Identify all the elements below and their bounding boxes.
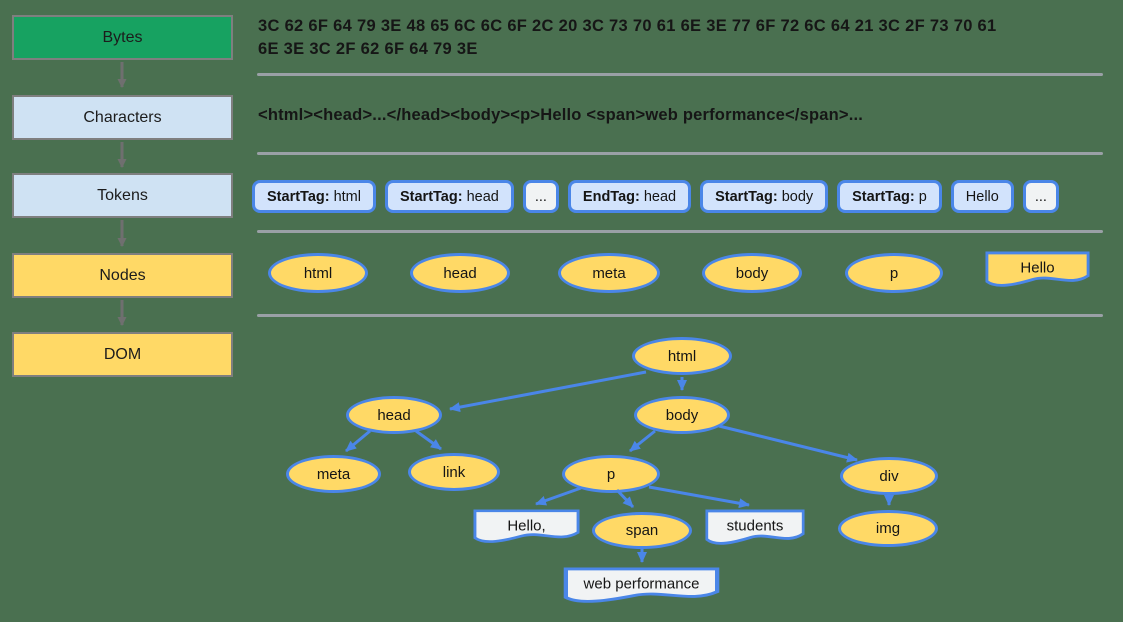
dom-text-hello: Hello, [473,509,580,545]
arrow-p-students [648,485,750,509]
dom-node-img: img [838,510,938,547]
dom-node-body: body [634,396,730,434]
tokens-row: StartTag:html StartTag:head ... EndTag:h… [252,180,1059,213]
dom-node-label: body [665,406,699,424]
arrow-head-link [415,429,442,451]
dom-node-link: link [408,453,500,491]
dom-node-html: html [632,337,732,375]
token-type: StartTag: [399,188,463,205]
token-value: p [918,188,927,205]
divider-tokens [257,230,1103,233]
characters-markup-text: <html><head>...</head><body><p>Hello <sp… [258,106,864,124]
token-type: StartTag: [852,188,915,205]
dom-node-p: p [562,455,660,493]
token-value: head [643,188,677,205]
arrow-head-meta [345,429,371,453]
flag-shape [473,509,580,543]
stage-nodes: Nodes [12,253,233,298]
flag-shape [985,251,1090,287]
dom-node-label: div [879,467,899,485]
dom-text-students: students [705,509,805,547]
node-label: meta [592,264,626,282]
dom-node-label: link [442,463,466,481]
node-label: html [303,264,333,282]
node-flag-hello: Hello [985,251,1090,289]
token-type: StartTag: [715,188,778,205]
arrow-body-p [629,429,656,453]
dom-text-label: web performance [583,575,700,593]
dom-node-label: html [667,347,697,365]
node-p: p [845,253,943,293]
dom-node-label: img [875,520,901,537]
token-starttag-html: StartTag:html [252,180,376,213]
divider-nodes [257,314,1103,317]
flag-shape [705,509,805,545]
token-starttag-head: StartTag:head [384,180,514,213]
token-value: body [781,188,814,205]
stage-tokens: Tokens [12,173,233,218]
token-type: EndTag: [582,188,640,205]
token-starttag-body: StartTag:body [700,180,829,213]
dom-text-label: Hello, [507,517,546,535]
dom-text-label: students [726,517,784,535]
dom-node-label: head [377,406,411,424]
token-value: head [466,188,499,205]
token-value: ... [1034,188,1047,205]
dom-node-label: meta [316,465,351,483]
token-ellipsis-1: ... [522,180,559,213]
dom-node-label: p [606,465,616,483]
token-endtag-head: EndTag:head [567,180,692,213]
stage-nodes-label: Nodes [99,266,146,284]
arrow-p-hello [535,486,582,506]
bytes-hex-line1: 3C 62 6F 64 79 3E 48 65 6C 6C 6F 2C 20 3… [258,17,997,35]
bytes-hex-line2: 6E 3E 3C 2F 62 6F 64 79 3E [258,40,478,58]
token-value: ... [534,188,547,205]
stage-bytes: Bytes [12,15,233,60]
dom-node-label: span [625,522,659,539]
stage-tokens-label: Tokens [97,186,148,204]
stage-dom-label: DOM [103,345,142,363]
bytes-hex-text: 3C 62 6F 64 79 3E 48 65 6C 6C 6F 2C 20 3… [258,15,1058,61]
node-meta: meta [558,253,660,293]
divider-bytes [257,73,1103,76]
token-text-hello: Hello [950,180,1014,213]
token-ellipsis-2: ... [1022,180,1059,213]
dom-node-span: span [592,512,692,549]
divider-characters [257,152,1103,155]
flag-shape [563,567,720,603]
node-body: body [702,253,802,293]
dom-node-div: div [840,457,938,495]
stage-bytes-label: Bytes [102,28,143,46]
node-label: p [889,264,899,282]
node-label: head [443,264,477,282]
arrow-body-div [718,424,858,463]
token-value: Hello [965,188,999,205]
node-head: head [410,253,510,293]
dom-text-web-performance: web performance [563,567,720,605]
stage-characters-label: Characters [83,108,162,126]
token-type: StartTag: [267,188,330,205]
stage-dom: DOM [12,332,233,377]
node-flag-label: Hello [1020,259,1055,277]
node-label: body [735,264,769,282]
token-starttag-p: StartTag:p [837,180,942,213]
token-value: html [333,188,361,205]
arrow-html-head [449,370,647,413]
dom-node-meta: meta [286,455,381,493]
dom-node-head: head [346,396,442,434]
stage-characters: Characters [12,95,233,140]
node-html: html [268,253,368,293]
